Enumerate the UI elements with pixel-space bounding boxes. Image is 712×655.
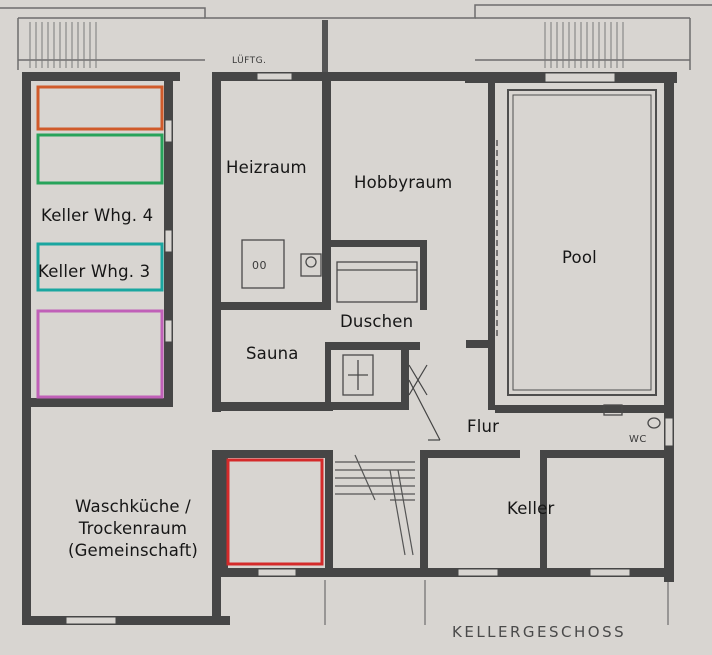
windows — [65, 72, 674, 625]
light-well-left — [29, 22, 97, 68]
highlight-red-room — [226, 458, 324, 566]
highlight-teal-room — [36, 242, 164, 292]
wc-fixture — [603, 404, 661, 429]
waschkueche-line-2: Trockenraum — [78, 519, 188, 538]
highlight-orange-room — [36, 85, 164, 131]
wc-label: WC — [629, 434, 647, 445]
bottom-dimension-lines — [324, 580, 669, 625]
room-label-keller: Keller — [507, 499, 555, 518]
highlight-magenta-room — [36, 309, 164, 399]
room-label-keller-whg4: Keller Whg. 4 — [41, 206, 154, 225]
room-label-flur: Flur — [467, 417, 500, 436]
shower-tray — [336, 261, 418, 303]
room-label-pool: Pool — [562, 248, 597, 267]
room-label-duschen: Duschen — [340, 312, 414, 331]
pool-outline — [507, 89, 657, 396]
site-outline — [0, 4, 712, 70]
plan-title: KELLERGESCHOSS — [452, 623, 627, 641]
waschkueche-line-1: Waschküche / — [75, 497, 191, 516]
boiler — [241, 239, 322, 289]
waschkueche-line-3: (Gemeinschaft) — [67, 541, 199, 560]
room-label-sauna: Sauna — [246, 344, 299, 363]
room-label-waschkueche: Waschküche / Trockenraum (Gemeinschaft) — [48, 496, 218, 562]
shower-fixture — [342, 354, 374, 396]
light-well-right — [544, 22, 624, 68]
room-label-hobbyraum: Hobbyraum — [354, 173, 453, 192]
lueftung-label: LÜFTG. — [232, 56, 267, 66]
room-label-heizraum: Heizraum — [226, 158, 307, 177]
oven-label: 00 — [252, 259, 267, 272]
room-label-keller-whg3: Keller Whg. 3 — [38, 262, 151, 281]
flur-door-swing — [408, 364, 441, 441]
stairs — [335, 454, 415, 556]
highlight-green-room — [36, 133, 164, 185]
